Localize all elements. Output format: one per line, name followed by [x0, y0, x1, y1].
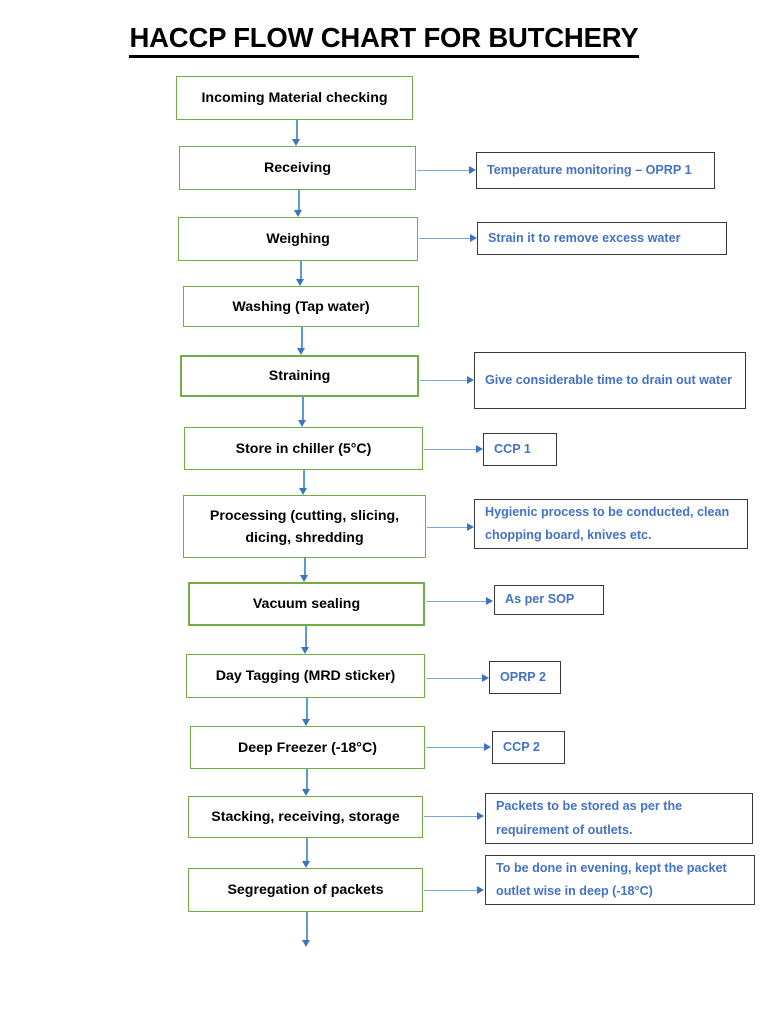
process-step-incoming-material-checking[interactable]: Incoming Material checking [176, 76, 413, 120]
annotation-label: To be done in evening, kept the packet o… [496, 860, 727, 898]
annotation-arrowhead-7 [467, 522, 474, 531]
annotation-connector-3 [419, 238, 470, 240]
process-step-store-in-chiller[interactable]: Store in chiller (5°C) [184, 427, 423, 470]
annotation-label: CCP 1 [494, 441, 531, 456]
flow-arrowhead-11-12 [301, 861, 310, 868]
annotation-arrowhead-5 [467, 375, 474, 384]
flow-arrowhead-10-11 [301, 789, 310, 796]
process-step-processing[interactable]: Processing (cutting, slicing, dicing, sh… [183, 495, 426, 558]
annotation-connector-5 [420, 380, 467, 382]
flow-connector-4-5 [301, 327, 303, 348]
annotation-arrowhead-12 [477, 885, 484, 894]
process-step-stacking-receiving-storage[interactable]: Stacking, receiving, storage [188, 796, 423, 838]
annotation-label: Give considerable time to drain out wate… [485, 372, 733, 387]
process-step-label: Store in chiller (5°C) [235, 440, 372, 457]
annotation-strain-excess-water[interactable]: Strain it to remove excess water [477, 222, 727, 255]
annotation-connector-10 [426, 747, 484, 749]
flow-connector-11-12 [306, 838, 308, 861]
annotation-arrowhead-10 [484, 742, 491, 751]
flow-arrowhead-6-7 [298, 488, 307, 495]
annotation-ccp-1[interactable]: CCP 1 [483, 433, 557, 466]
annotation-arrowhead-8 [486, 596, 493, 605]
page-title-text: HACCP FLOW CHART FOR BUTCHERY [129, 22, 639, 58]
process-step-label: Day Tagging (MRD sticker) [215, 668, 396, 684]
flow-arrowhead-5-6 [297, 420, 306, 427]
annotation-temperature-monitoring[interactable]: Temperature monitoring – OPRP 1 [476, 152, 715, 189]
process-step-label: Vacuum sealing [252, 596, 361, 612]
annotation-label: OPRP 2 [500, 669, 546, 684]
annotation-evening-outlet-wise[interactable]: To be done in evening, kept the packet o… [485, 855, 755, 905]
page-title: HACCP FLOW CHART FOR BUTCHERY [0, 22, 768, 58]
flow-arrowhead-7-8 [299, 575, 308, 582]
annotation-label: Strain it to remove excess water [488, 230, 681, 245]
process-step-day-tagging[interactable]: Day Tagging (MRD sticker) [186, 654, 425, 698]
flow-connector-7-8 [304, 558, 306, 575]
flow-connector-5-6 [302, 397, 304, 420]
process-step-label: Weighing [266, 231, 330, 247]
annotation-arrowhead-6 [476, 444, 483, 453]
annotation-label: Temperature monitoring – OPRP 1 [487, 162, 692, 177]
annotation-oprp-2[interactable]: OPRP 2 [489, 661, 561, 694]
flow-arrowhead-1-2 [291, 139, 300, 146]
annotation-arrowhead-9 [482, 673, 489, 682]
annotation-drain-out-water[interactable]: Give considerable time to drain out wate… [474, 352, 746, 409]
annotation-connector-6 [424, 449, 476, 451]
flow-arrowhead-3-4 [295, 279, 304, 286]
annotation-arrowhead-3 [470, 233, 477, 242]
flow-connector-1-2 [296, 120, 298, 139]
flow-connector-12-end [306, 912, 308, 940]
process-step-deep-freezer[interactable]: Deep Freezer (-18°C) [190, 726, 425, 769]
process-step-weighing[interactable]: Weighing [178, 217, 418, 261]
flow-connector-10-11 [306, 769, 308, 789]
process-step-washing[interactable]: Washing (Tap water) [183, 286, 419, 327]
annotation-connector-12 [424, 890, 477, 892]
process-step-label: Receiving [263, 160, 332, 176]
flow-arrowhead-4-5 [296, 348, 305, 355]
annotation-connector-8 [426, 601, 486, 603]
process-step-label: Straining [268, 368, 331, 384]
annotation-arrowhead-2 [469, 165, 476, 174]
annotation-connector-9 [426, 678, 482, 680]
annotation-label: CCP 2 [503, 739, 540, 754]
annotation-connector-11 [424, 816, 477, 818]
flow-connector-6-7 [303, 470, 305, 488]
process-step-label: Stacking, receiving, storage [211, 809, 400, 825]
flow-arrowhead-12-end [301, 940, 310, 947]
annotation-arrowhead-11 [477, 811, 484, 820]
annotation-connector-2 [417, 170, 469, 172]
flow-connector-8-9 [305, 626, 307, 647]
annotation-connector-7 [427, 527, 467, 529]
process-step-label: Washing (Tap water) [232, 298, 370, 315]
flow-arrowhead-9-10 [301, 719, 310, 726]
annotation-ccp-2[interactable]: CCP 2 [492, 731, 565, 764]
process-step-vacuum-sealing[interactable]: Vacuum sealing [188, 582, 425, 626]
flow-connector-2-3 [298, 190, 300, 210]
process-step-receiving[interactable]: Receiving [179, 146, 416, 190]
process-step-label: Segregation of packets [227, 882, 384, 898]
flow-arrowhead-8-9 [300, 647, 309, 654]
process-step-label: Deep Freezer (-18°C) [238, 739, 377, 756]
annotation-hygienic-process[interactable]: Hygienic process to be conducted, clean … [474, 499, 748, 549]
annotation-label: As per SOP [505, 592, 575, 607]
process-step-straining[interactable]: Straining [180, 355, 419, 397]
flow-arrowhead-2-3 [293, 210, 302, 217]
annotation-packets-storage-requirement[interactable]: Packets to be stored as per the requirem… [485, 793, 753, 844]
process-step-segregation-of-packets[interactable]: Segregation of packets [188, 868, 423, 912]
process-step-label: Processing (cutting, slicing, dicing, sh… [209, 507, 400, 546]
process-step-label: Incoming Material checking [201, 90, 388, 106]
annotation-label: Packets to be stored as per the requirem… [496, 799, 683, 837]
annotation-as-per-sop[interactable]: As per SOP [494, 585, 604, 615]
annotation-label: Hygienic process to be conducted, clean … [485, 504, 730, 542]
flow-connector-9-10 [306, 698, 308, 719]
flow-connector-3-4 [300, 261, 302, 279]
